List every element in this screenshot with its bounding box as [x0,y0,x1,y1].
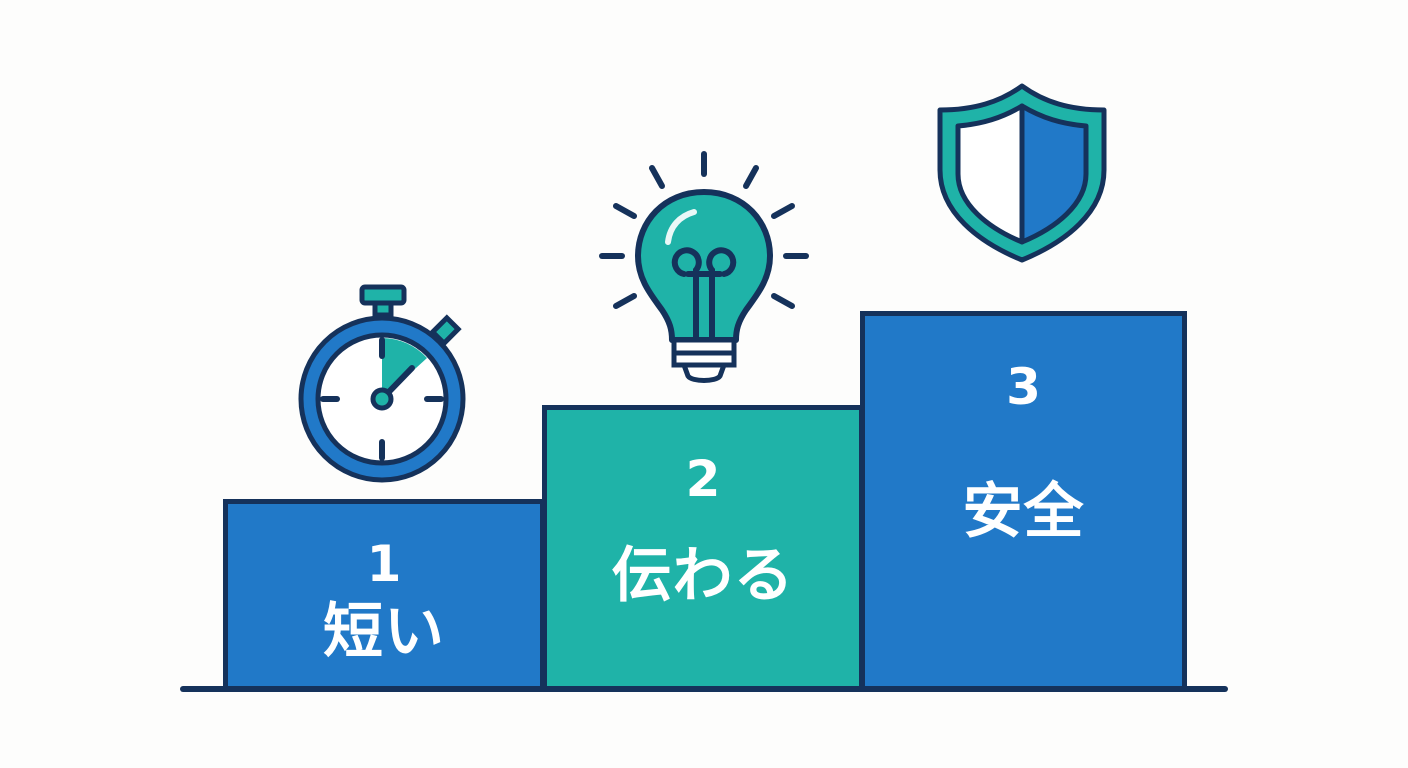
step-3-number: 3 [1006,358,1041,416]
podium-baseline [180,686,1228,692]
stopwatch-icon [298,284,466,483]
step-1-label: 短い [323,597,445,667]
podium-step-3: 3 安全 [860,311,1187,689]
shield-icon [937,83,1107,263]
podium-step-2: 2 伝わる [542,405,864,689]
step-1-number: 1 [366,535,402,593]
podium-step-1: 1 短い [223,499,545,689]
step-2-number: 2 [685,450,721,508]
lightbulb-icon [599,151,809,383]
step-2-label: 伝わる [611,541,795,611]
step-3-label: 安全 [962,477,1085,547]
